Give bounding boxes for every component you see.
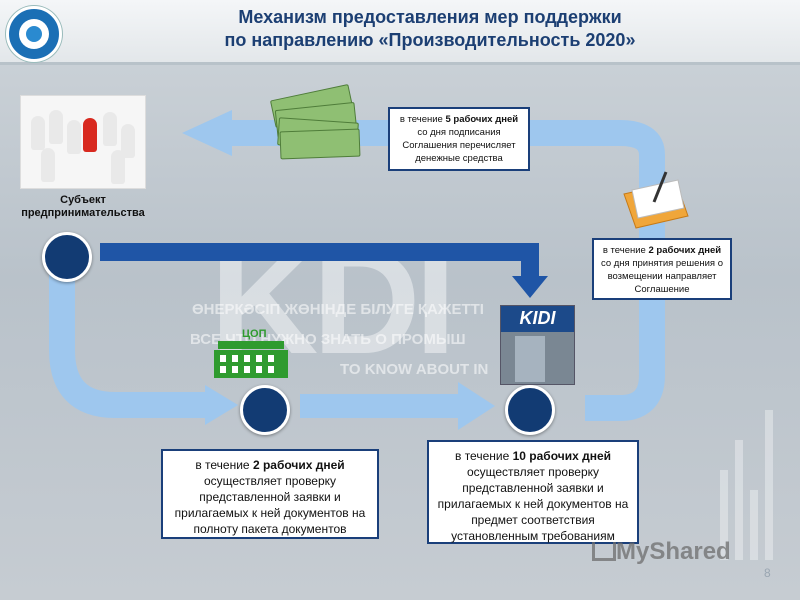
title-line-2: по направлению «Производительность 2020» (224, 30, 636, 50)
background-bar (765, 410, 773, 560)
step-box-kidi-check: в течение 10 рабочих дней осуществляет п… (427, 440, 639, 544)
step-transfer-prefix: в течение (399, 114, 446, 125)
step-transfer-text: со дня подписания Соглашения перечисляет… (402, 127, 516, 164)
arrow-head-cop (205, 385, 238, 425)
step-transfer-days: 5 рабочих дней (445, 114, 519, 125)
step-cop-days: 2 рабочих дней (252, 458, 345, 472)
logo (6, 6, 62, 62)
step-kidi-text: осуществляет проверку представленной зая… (437, 465, 629, 543)
arrow-cop-to-kidi (300, 394, 460, 418)
node-subject (42, 232, 92, 282)
step-agreement-prefix: в течение (602, 245, 649, 256)
arrow-subject-to-kidi-dark (100, 243, 539, 278)
arrow-head-kidi (458, 382, 495, 430)
subject-label-line-2: предпринимательства (21, 207, 145, 219)
arrow-kidi-up (230, 120, 665, 421)
node-cop (240, 385, 290, 435)
subject-label: Субъект предпринимательства (14, 194, 152, 220)
subject-label-line-1: Субъект (60, 194, 106, 206)
people-icon (20, 95, 146, 189)
kidi-label: KIDI (519, 308, 556, 328)
step-agreement-text: со дня принятия решения о возмещении нап… (600, 258, 723, 295)
background-text-1: ӨНЕРКӘСІП ЖӨНІНДЕ БІЛУГЕ ҚАЖЕТТІ (192, 301, 484, 318)
node-kidi (505, 385, 555, 435)
header: Механизм предоставления мер поддержки по… (0, 0, 800, 65)
background-bar (720, 470, 728, 560)
money-icon (268, 83, 361, 160)
background-bar (735, 440, 743, 560)
page-title: Механизм предоставления мер поддержки по… (120, 6, 740, 52)
page-number: 8 (764, 566, 771, 580)
step-agreement-days: 2 рабочих дней (648, 245, 722, 256)
step-kidi-prefix: в течение (454, 449, 513, 463)
arrow-head-dark (512, 276, 548, 298)
step-box-agreement: в течение 2 рабочих дней со дня принятия… (592, 238, 732, 300)
step-kidi-days: 10 рабочих дней (512, 449, 611, 463)
watermark: MyShared (616, 538, 731, 565)
kidi-building-icon: KIDI (500, 305, 575, 385)
step-box-transfer: в течение 5 рабочих дней со дня подписан… (388, 107, 530, 171)
step-cop-prefix: в течение (195, 458, 253, 472)
arrow-head-subject (182, 110, 232, 156)
cop-label: ЦОП (242, 328, 267, 340)
cart-icon (592, 542, 616, 561)
folder-icon (618, 168, 694, 230)
title-line-1: Механизм предоставления мер поддержки (238, 7, 622, 27)
cop-building-icon: ЦОП (212, 328, 290, 380)
step-box-cop-check: в течение 2 рабочих дней осуществляет пр… (161, 449, 379, 539)
background-text-3: TO KNOW ABOUT IN (340, 361, 489, 378)
background-bar (750, 490, 758, 560)
step-cop-text: осуществляет проверку представленной зая… (174, 474, 366, 536)
arrow-subject-to-cop (49, 262, 205, 418)
